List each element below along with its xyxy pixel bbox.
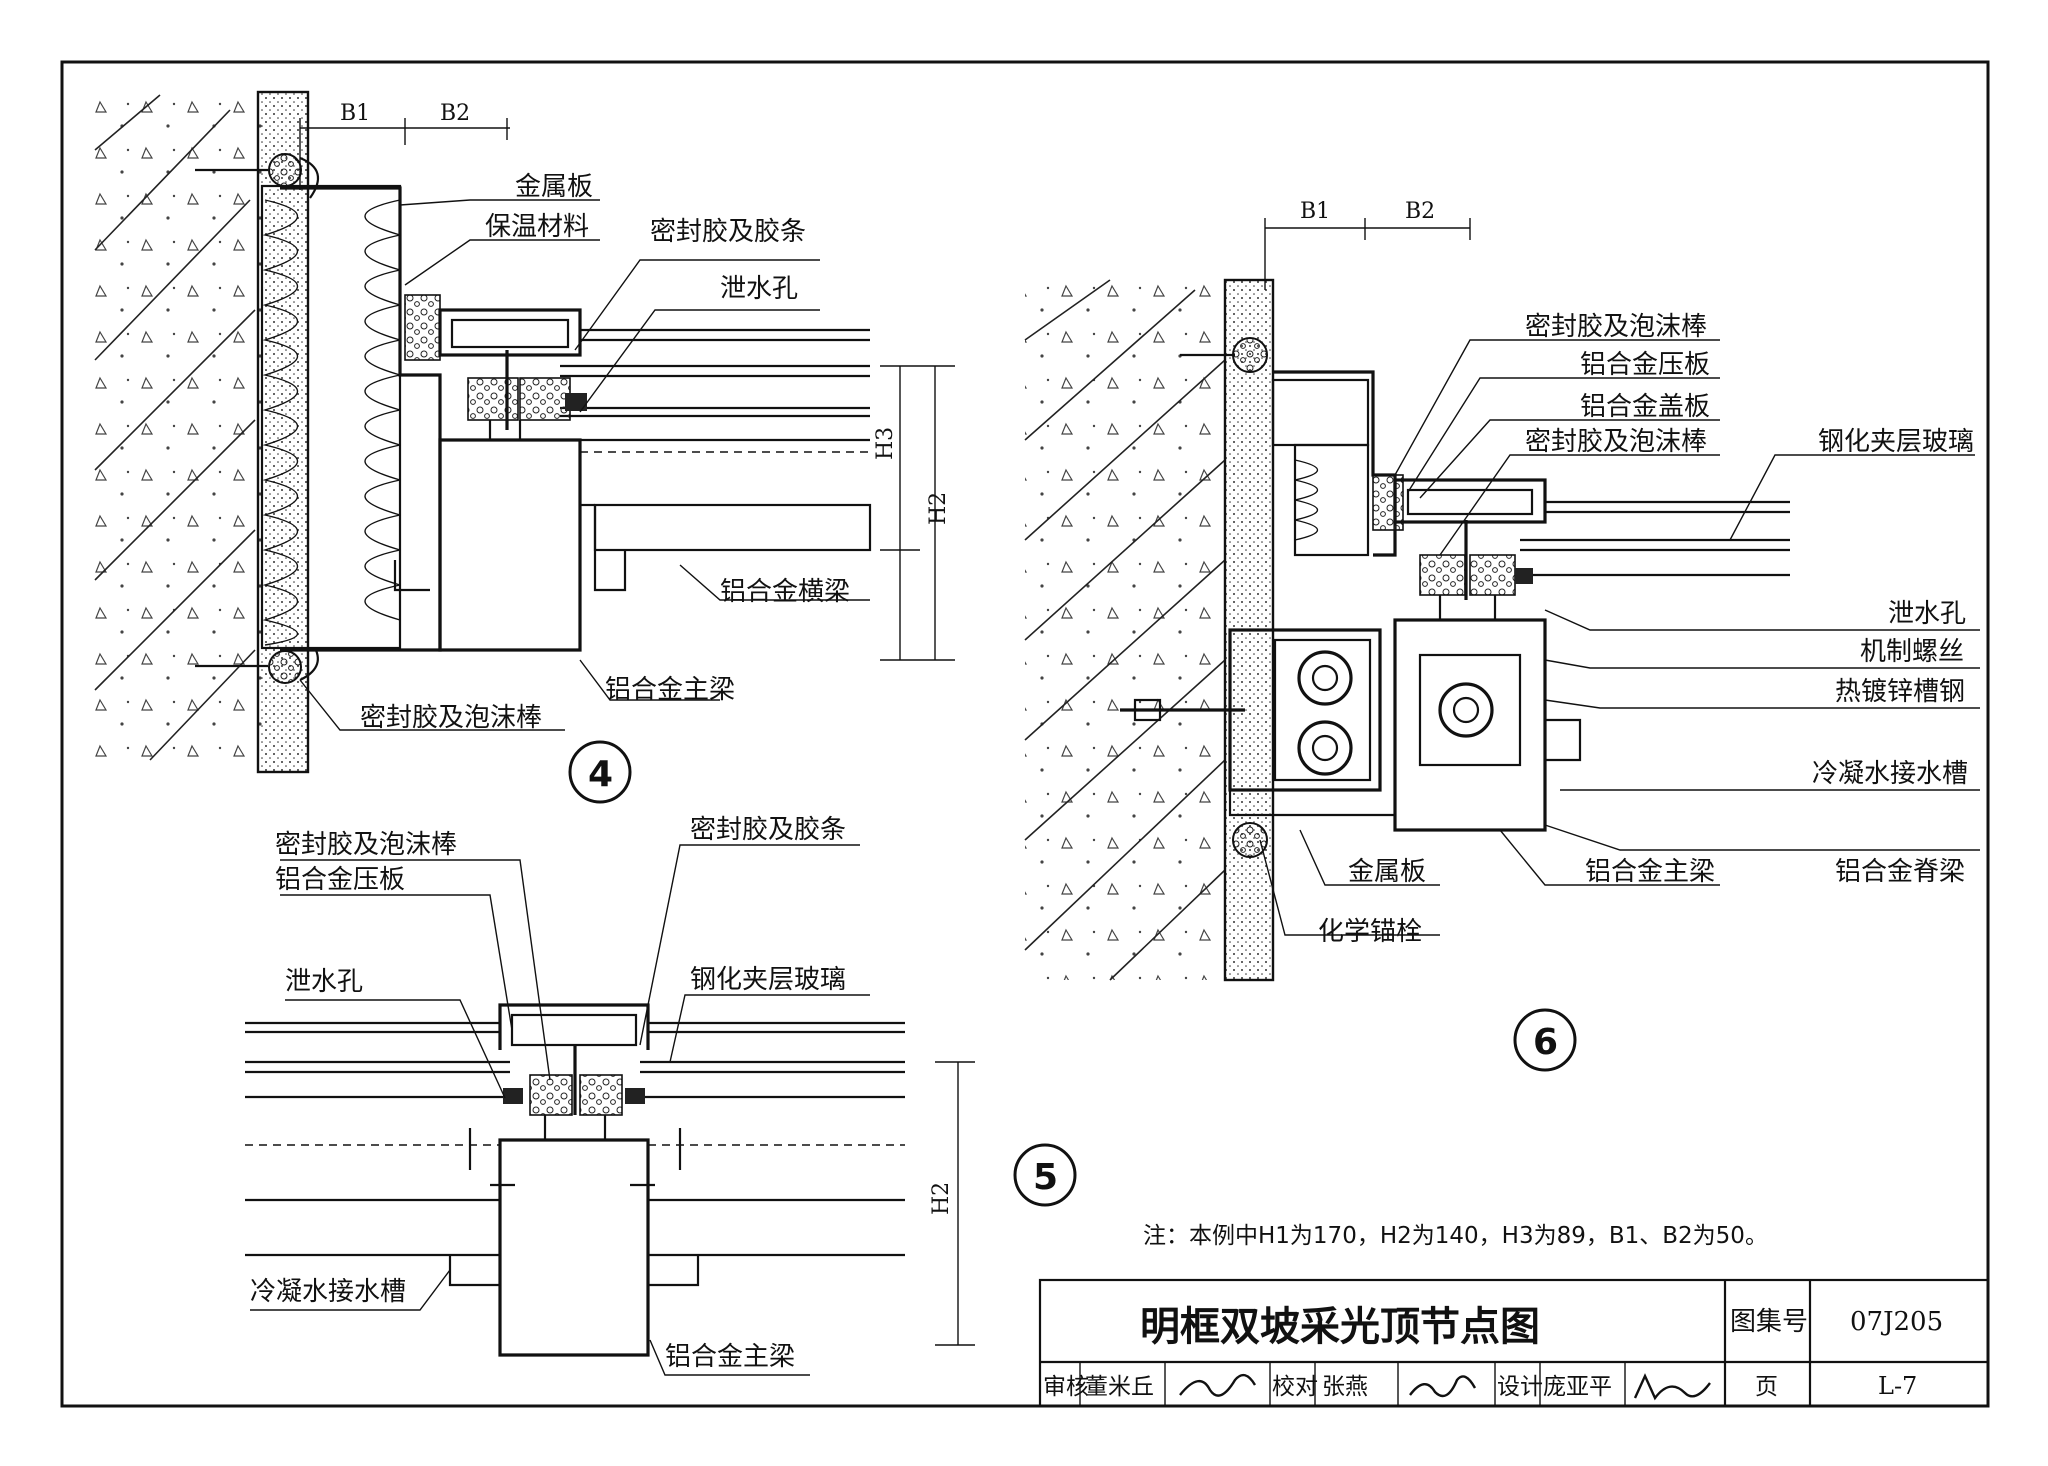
page-number: L-7 [1878, 1372, 1917, 1400]
d4-label-main-beam: 铝合金主梁 [605, 675, 735, 705]
d6-label-metal-plate: 金属板 [1348, 857, 1426, 887]
d4-dim-h3: H3 [873, 427, 898, 460]
d6-label-screw: 机制螺丝 [1860, 637, 1964, 667]
d6-label-glass: 钢化夹层玻璃 [1818, 427, 1974, 457]
d6-label-gutter: 冷凝水接水槽 [1812, 759, 1968, 789]
d4-label-sealant-foam: 密封胶及泡沫棒 [360, 703, 542, 733]
detail-4: B1 B2 H3 H2 金属板 保温材料 密封胶及胶条 泄水孔 铝合金横梁 铝合… [94, 90, 955, 804]
review-label: 审核 [1043, 1374, 1089, 1400]
note-text: 注：本例中H1为170，H2为140，H3为89，B1、B2为50。 [1143, 1223, 1768, 1249]
d6-label-channel: 热镀锌槽钢 [1835, 677, 1965, 707]
d6-label-cover-plate: 铝合金盖板 [1580, 392, 1710, 422]
design-label: 设计 [1497, 1374, 1543, 1400]
sheet-border [60, 60, 1990, 1408]
foam-rod-top [268, 153, 302, 187]
d5-label-glass: 钢化夹层玻璃 [690, 965, 846, 995]
d4-number: 4 [588, 754, 613, 795]
d5-label-pressure-plate: 铝合金压板 [275, 865, 405, 895]
d4-label-sealant-strip: 密封胶及胶条 [650, 217, 806, 247]
d5-label-sealant-strip: 密封胶及胶条 [690, 815, 846, 845]
d6-number: 6 [1533, 1022, 1558, 1063]
d4-label-metal-plate: 金属板 [515, 172, 593, 202]
foam-rod-bottom [268, 650, 302, 684]
d6-dim-b1: B1 [1300, 199, 1330, 224]
concrete-wall-6 [1024, 278, 1275, 982]
d4-number-circle [568, 740, 632, 804]
d6-label-sealant-foam-2: 密封胶及泡沫棒 [1525, 427, 1707, 457]
reviewer-signature [1179, 1373, 1257, 1397]
d4-label-transom: 铝合金横梁 [720, 577, 850, 607]
d5-number-circle [1013, 1143, 1077, 1207]
d4-label-insulation: 保温材料 [485, 212, 589, 242]
d6-label-sealant-foam-top: 密封胶及泡沫棒 [1525, 312, 1707, 342]
d5-label-main-beam: 铝合金主梁 [665, 1342, 795, 1372]
designer-signature [1633, 1373, 1711, 1401]
detail-5: H2 密封胶及泡沫棒 铝合金压板 密封胶及胶条 泄水孔 钢化夹层玻璃 冷凝水接水… [245, 815, 1077, 1376]
checker-name: 张燕 [1322, 1374, 1368, 1400]
designer-name: 庞亚平 [1543, 1374, 1612, 1400]
check-label: 校对 [1272, 1374, 1318, 1400]
d6-dim-b2: B2 [1405, 199, 1435, 224]
d4-dim-b1: B1 [340, 101, 370, 126]
d6-label-anchor: 化学锚栓 [1318, 917, 1422, 947]
page-label: 页 [1755, 1374, 1778, 1400]
reviewer-name: 董米丘 [1085, 1374, 1154, 1400]
title-text: 明框双坡采光顶节点图 [1140, 1304, 1540, 1350]
d5-label-gutter: 冷凝水接水槽 [250, 1277, 406, 1307]
d4-dim-h2: H2 [926, 492, 951, 525]
d4-label-weep-hole: 泄水孔 [720, 274, 798, 304]
d5-dim-h2: H2 [929, 1182, 954, 1215]
checker-signature [1409, 1375, 1477, 1398]
detail-6: B1 B2 密封胶及泡沫棒 铝合金压板 铝合金盖板 密封胶及泡沫棒 钢化夹层玻璃… [1024, 199, 1980, 1072]
d4-dim-b2: B2 [440, 101, 470, 126]
d6-label-pressure-plate: 铝合金压板 [1580, 350, 1710, 380]
d5-label-sealant-foam: 密封胶及泡沫棒 [275, 830, 457, 860]
d6-label-main-beam: 铝合金主梁 [1585, 857, 1715, 887]
d6-label-weep-hole: 泄水孔 [1888, 599, 1966, 629]
d6-label-ridge-beam: 铝合金脊梁 [1835, 857, 1965, 887]
title-block: 明框双坡采光顶节点图 图集号 07J205 审核 董米丘 校对 张燕 设计 庞亚… [1038, 1278, 1990, 1408]
d6-number-circle [1513, 1008, 1577, 1072]
atlas-label: 图集号 [1730, 1307, 1808, 1337]
d5-number: 5 [1033, 1157, 1058, 1198]
atlas-number: 07J205 [1850, 1307, 1943, 1337]
d5-label-weep-hole: 泄水孔 [285, 967, 363, 997]
